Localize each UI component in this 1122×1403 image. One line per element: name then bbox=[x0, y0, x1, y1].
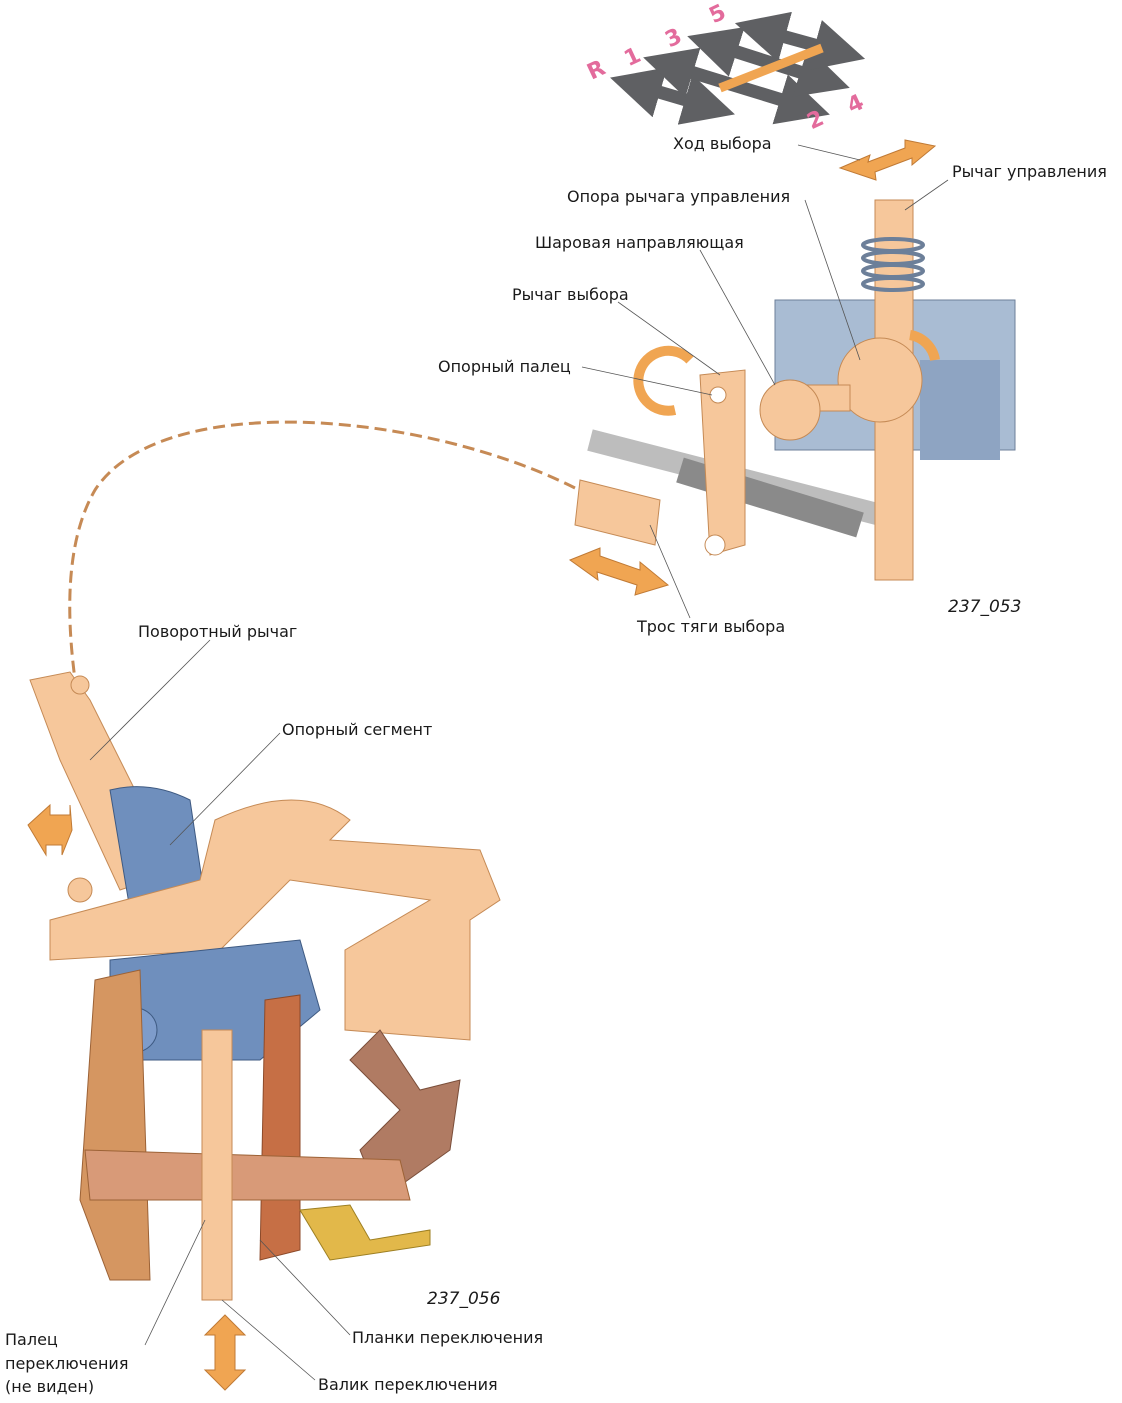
label-shift-finger-3: (не виден) bbox=[5, 1377, 95, 1396]
gate-arrow-5 bbox=[734, 11, 866, 71]
figure-code-bottom: 237_056 bbox=[427, 1289, 501, 1309]
figure-code-top: 237_053 bbox=[948, 597, 1022, 617]
label-select-travel: Ход выбора bbox=[673, 134, 772, 153]
label-select-cable: Трос тяги выбора bbox=[637, 617, 786, 636]
select-travel-arrow-icon bbox=[838, 139, 937, 181]
label-shift-finger-1: Палец bbox=[5, 1330, 58, 1349]
shift-mechanism bbox=[27, 671, 501, 1391]
label-shift-rails: Планки переключения bbox=[352, 1328, 544, 1347]
leader-lines bbox=[89, 144, 949, 1381]
label-ball-guide: Шаровая направляющая bbox=[535, 233, 744, 252]
label-control-lever-support: Опора рычага управления bbox=[567, 187, 791, 206]
label-pivot-lever: Поворотный рычаг bbox=[138, 622, 298, 641]
label-selector-lever: Рычаг выбора bbox=[512, 285, 629, 304]
control-lever-assembly bbox=[568, 199, 1016, 596]
label-support-pin: Опорный палец bbox=[438, 357, 571, 376]
label-shift-finger-2: переключения bbox=[5, 1354, 129, 1373]
gate-arrow-r1 bbox=[610, 67, 735, 125]
gear-pattern-arrows bbox=[610, 11, 866, 125]
cable-path bbox=[68, 420, 576, 681]
label-support-segment: Опорный сегмент bbox=[282, 720, 433, 739]
label-shift-shaft: Валик переключения bbox=[318, 1375, 498, 1394]
shift-travel-arrow-icon bbox=[203, 1314, 247, 1391]
label-control-lever: Рычаг управления bbox=[952, 162, 1107, 181]
select-arrow-icon bbox=[718, 43, 824, 93]
